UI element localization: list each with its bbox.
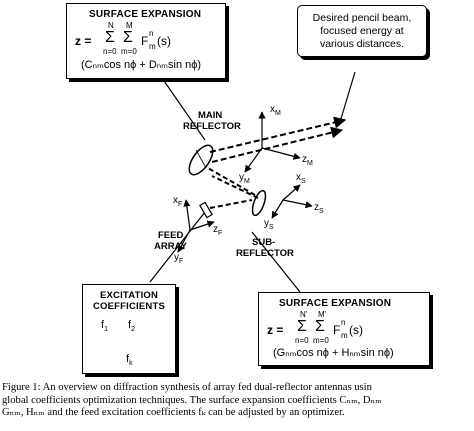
- sum1-top: N: [108, 21, 114, 30]
- desired-callout-line: [339, 71, 356, 123]
- figure-caption: Figure 1: An overview on diffraction syn…: [2, 382, 472, 420]
- axis-label-yF: yF: [174, 252, 184, 265]
- coef-fk: fk: [126, 353, 133, 368]
- coef-f2: f2: [128, 319, 135, 334]
- caption-line-3: Gₙₘ, Hₙₘ and the feed excitation coeffic…: [2, 407, 345, 418]
- term: F: [141, 34, 149, 48]
- ray-main-beam-2: [211, 126, 344, 163]
- surface-coeffs-bottom: (Gₙₘcos nϕ + Hₙₘsin nϕ): [273, 347, 394, 359]
- term-bottom: F: [333, 323, 341, 337]
- excitation-callout-line: [149, 211, 206, 283]
- bottom-callout-line: [251, 231, 301, 293]
- feed-array-label-1: FEED: [158, 230, 184, 241]
- axis-label-yM: yM: [239, 172, 250, 185]
- caption-line-2: global coefficients optimization techniq…: [2, 394, 382, 406]
- surface-expansion-box-top: SURFACE EXPANSION z = N Σ n=0 M Σ m=0 F …: [66, 3, 226, 79]
- axis-label-xS: xS: [296, 172, 306, 185]
- main-reflector-label-2: REFLECTOR: [183, 121, 241, 132]
- equation-lhs: z =: [75, 34, 92, 48]
- surface-equation-top: z = N Σ n=0 M Σ m=0 F n m (s): [73, 21, 223, 57]
- axis-yM: [244, 147, 263, 173]
- sum2-top-bottom: M': [318, 310, 327, 319]
- axis-label-zM: zM: [302, 154, 313, 167]
- excitation-title-2: COEFFICIENTS: [92, 301, 166, 312]
- axis-label-xF: xF: [173, 195, 183, 208]
- desired-line-1: Desired pencil beam,: [312, 12, 412, 24]
- axis-label-zS: zS: [314, 202, 324, 215]
- axis-zF: [189, 220, 215, 231]
- sum1-top-bottom: N': [300, 310, 308, 319]
- excitation-coefficients-box: EXCITATION COEFFICIENTS f1 f2 fk: [82, 284, 176, 374]
- axis-xF: [183, 199, 191, 231]
- axis-zM: [261, 147, 301, 160]
- term-arg-bottom: (s): [349, 323, 363, 337]
- surface-equation-bottom: z = N' Σ n=0 M' Σ m=0 F n m (s): [265, 310, 425, 346]
- desired-line-2: focused energy at: [320, 25, 404, 37]
- axis-zS: [282, 199, 313, 209]
- equation-lhs-bottom: z =: [267, 323, 284, 337]
- axis-xS: [282, 184, 301, 201]
- coef-f1: f1: [101, 319, 108, 334]
- diagram-graphics: [100, 71, 356, 345]
- top-callout-line: [161, 77, 206, 141]
- sum2-symbol-bottom: Σ: [315, 318, 325, 335]
- main-reflector-shape: [188, 144, 214, 176]
- sum2-bottom-bottom: m=0: [313, 336, 329, 345]
- feed-array-label-2: ARRAY: [154, 241, 187, 252]
- excitation-title-1: EXCITATION: [99, 290, 159, 301]
- term-arg: (s): [157, 34, 171, 48]
- surface-expansion-title: SURFACE EXPANSION: [89, 9, 202, 20]
- sum1-symbol: Σ: [105, 29, 115, 46]
- term-sup: n: [149, 29, 154, 38]
- ray-feed-sub: [209, 199, 253, 209]
- desired-beam-box: Desired pencil beam, focused energy at v…: [297, 5, 427, 57]
- sub-reflector-shape: [251, 189, 267, 217]
- sub-reflector-label-2: REFLECTOR: [236, 248, 294, 259]
- surface-expansion-title-bottom: SURFACE EXPANSION: [279, 298, 392, 309]
- sub-reflector-label-1: SUB-: [252, 237, 276, 248]
- desired-line-3: various distances.: [319, 38, 405, 50]
- axis-label-yS: yS: [264, 218, 274, 231]
- caption-line-1: Figure 1: An overview on diffraction syn…: [2, 382, 372, 393]
- term-sup-bottom: n: [341, 318, 346, 327]
- sum2-top: M: [126, 21, 133, 30]
- sum1-symbol-bottom: Σ: [297, 318, 307, 335]
- main-reflector-hatch: [195, 149, 207, 169]
- ray-sub-main-2: [211, 175, 259, 199]
- term-sub-bottom: m: [341, 331, 348, 340]
- sum2-symbol: Σ: [123, 29, 133, 46]
- surface-expansion-box-bottom: SURFACE EXPANSION z = N' Σ n=0 M' Σ m=0 …: [258, 292, 430, 366]
- axis-label-xM: xM: [270, 104, 281, 117]
- surface-coeffs-top: (Cₙₘcos nϕ + Dₙₘsin nϕ): [81, 59, 202, 71]
- sum1-bottom-bottom: n=0: [295, 336, 309, 345]
- sum1-bottom: n=0: [103, 47, 117, 56]
- main-reflector-label-1: MAIN: [198, 110, 223, 121]
- ray-main-beam-1: [209, 116, 347, 153]
- feed-array-shape: [199, 201, 213, 219]
- axis-label-zF: zF: [213, 224, 223, 237]
- ray-sub-main-1: [207, 167, 256, 196]
- axis-yS: [271, 199, 284, 219]
- term-sub: m: [149, 42, 156, 51]
- sum2-bottom: m=0: [121, 47, 137, 56]
- axis-yF: [177, 229, 191, 253]
